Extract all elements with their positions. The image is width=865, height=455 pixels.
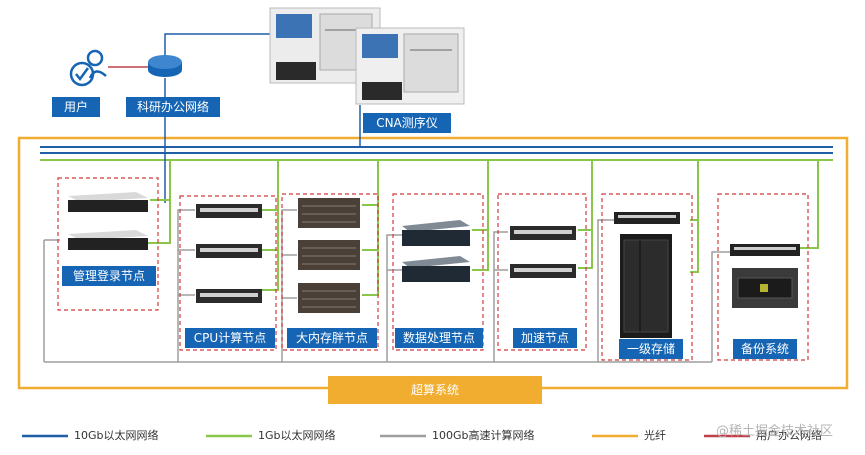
- cpu-servers: [196, 204, 262, 303]
- mgmt-nodes-label: 管理登录节点: [62, 266, 156, 286]
- office-network-icon: [148, 55, 182, 77]
- accel-servers: [510, 226, 576, 278]
- dataproc-nodes-label: 数据处理节点: [395, 328, 483, 348]
- office-to-sequencer-link: [164, 33, 270, 58]
- cpu-nodes-label: CPU计算节点: [185, 328, 275, 348]
- accel-nodes-label: 加速节点: [513, 328, 577, 348]
- node-groups: [57, 177, 809, 361]
- green-links: [138, 160, 819, 296]
- mgmt-server-1: [68, 192, 148, 212]
- dataproc-servers: [402, 220, 470, 282]
- user-label: 用户: [52, 97, 100, 117]
- legend-1gb: 1Gb以太网网络: [258, 429, 336, 442]
- primary-storage-devices: [614, 212, 680, 338]
- backup-devices: [730, 244, 800, 308]
- bigmem-nodes-label: 大内存胖节点: [287, 328, 377, 348]
- legend-office-net: 用户办公网络: [756, 429, 822, 442]
- cna-sequencer-label: CNA测序仪: [363, 113, 451, 133]
- backup-system-label: 备份系统: [733, 339, 797, 359]
- sequencer-2: [355, 27, 465, 105]
- legend-100gb: 100Gb高速计算网络: [432, 429, 535, 442]
- legend-fiber: 光纤: [644, 429, 666, 442]
- watermark: @稀土掘金技术社区: [716, 424, 834, 439]
- office-network-label: 科研办公网络: [126, 97, 220, 117]
- user-icon: [69, 49, 107, 87]
- supercomputer-system-title: 超算系统: [328, 376, 542, 404]
- mgmt-server-2: [68, 230, 148, 250]
- grey-links: [43, 209, 730, 363]
- legend-10gb: 10Gb以太网网络: [74, 429, 159, 442]
- bigmem-servers: [298, 198, 360, 313]
- primary-storage-label: 一级存储: [619, 339, 683, 359]
